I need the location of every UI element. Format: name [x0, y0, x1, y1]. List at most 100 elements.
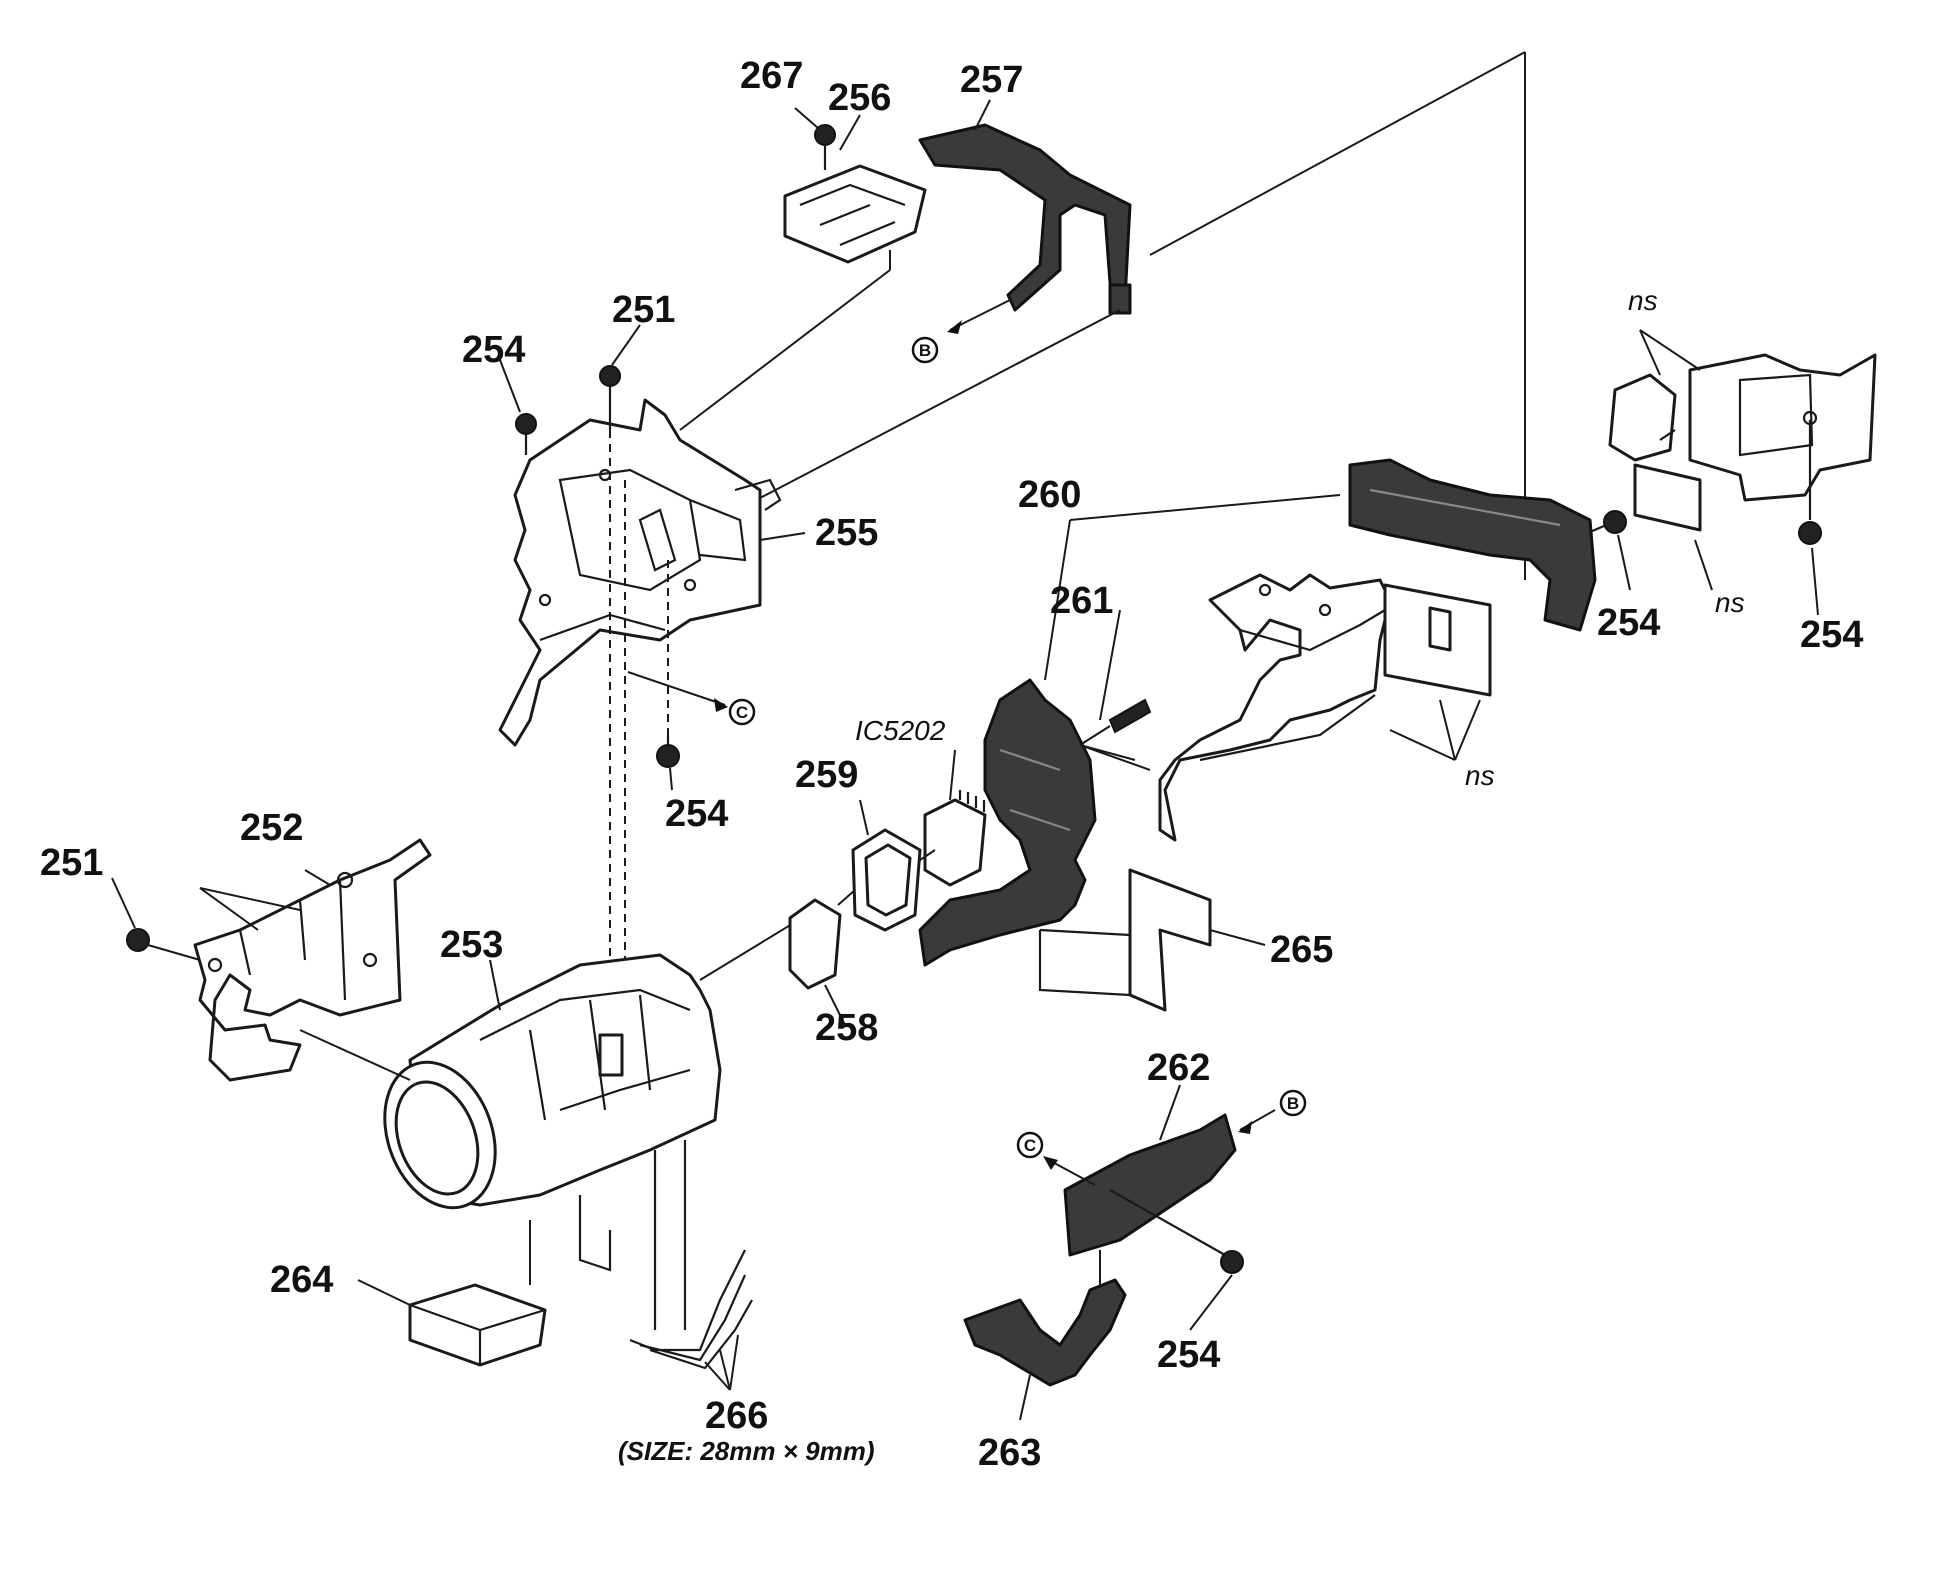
part-260-flex-long — [1348, 458, 1597, 632]
leader-255-to-257 — [759, 309, 1121, 499]
leader-ns3 — [1439, 699, 1456, 761]
part-ns-pad — [1633, 463, 1702, 532]
part-264-block — [408, 1220, 547, 1367]
leader-251b-2 — [199, 887, 259, 931]
screw-254-mid — [656, 735, 680, 768]
leader-266-b — [719, 1349, 731, 1391]
screw-261 — [1079, 698, 1152, 771]
label-ic5202: IC5202 — [855, 715, 946, 746]
label-263: 263 — [978, 1432, 1041, 1474]
label-256: 256 — [828, 77, 891, 119]
part-256-block — [783, 164, 927, 264]
part-ns-sheet — [1383, 583, 1492, 761]
label-266: 266 — [705, 1395, 768, 1437]
leader-ic5202 — [949, 749, 956, 801]
flex-260-lines — [999, 748, 1071, 832]
marker-c-mid: C — [627, 671, 756, 726]
leader-254d — [1811, 547, 1819, 616]
leader-264 — [357, 1279, 411, 1306]
label-253: 253 — [440, 924, 503, 966]
leader-257 — [974, 99, 991, 131]
part-258-filter — [788, 898, 846, 1026]
leader-254c — [1617, 534, 1631, 591]
part-257-flex-cable — [918, 123, 1132, 312]
leader-263 — [1019, 1374, 1031, 1421]
leader-254a — [499, 359, 521, 413]
part-255-frame — [498, 398, 782, 747]
leader-254e — [1189, 1274, 1233, 1331]
part-252-bracket — [193, 838, 432, 1082]
leader-261 — [1099, 609, 1121, 721]
leader-266-c — [729, 1334, 739, 1391]
marker-b-top-text: B — [919, 341, 931, 360]
part-ns-small-plate — [1608, 373, 1677, 462]
size-note: (SIZE: 28mm × 9mm) — [618, 1436, 874, 1466]
label-265: 265 — [1270, 929, 1333, 971]
label-259: 259 — [795, 754, 858, 796]
label-257: 257 — [960, 59, 1023, 101]
marker-b-low-text: B — [1287, 1094, 1299, 1113]
leader-251b-3 — [199, 887, 301, 911]
leader-252 — [304, 869, 331, 886]
label-ns-right: ns — [1715, 587, 1745, 618]
marker-c-low: C — [1016, 1131, 1096, 1186]
flex-257-tab — [1108, 283, 1132, 315]
label-254-far-right: 254 — [1800, 614, 1863, 656]
flex-long-line — [1369, 488, 1561, 527]
label-262: 262 — [1147, 1047, 1210, 1089]
label-260: 260 — [1018, 474, 1081, 516]
leader-253 — [489, 959, 501, 1011]
label-251-left: 251 — [40, 842, 103, 884]
leader-260-a — [1044, 519, 1071, 681]
label-267: 267 — [740, 55, 803, 97]
part-266-flat-cables — [629, 1249, 753, 1370]
part-263-flex — [963, 1278, 1127, 1387]
leader-251a — [611, 324, 641, 366]
label-254-low: 254 — [1157, 1334, 1220, 1376]
part-shield-case — [1158, 573, 1392, 842]
part-far-right-bracket — [1688, 353, 1877, 502]
leader-255 — [759, 532, 806, 541]
leader-267 — [794, 107, 819, 129]
leader-252-to-253 — [299, 1029, 411, 1081]
leader-266-a — [704, 1361, 731, 1391]
marker-c-mid-text: C — [736, 703, 748, 722]
label-261: 261 — [1050, 580, 1113, 622]
label-258: 258 — [815, 1007, 878, 1049]
label-255: 255 — [815, 512, 878, 554]
screw-251-top — [599, 365, 621, 430]
label-254-top-left: 254 — [462, 329, 525, 371]
leader-251b — [111, 877, 136, 929]
part-265-sheet — [1038, 868, 1266, 1012]
marker-b-low: B — [1238, 1089, 1307, 1134]
label-252: 252 — [240, 807, 303, 849]
label-254-right-mid: 254 — [1597, 602, 1660, 644]
leader-260-b — [1069, 494, 1341, 521]
leader-ns1-b — [1639, 329, 1701, 371]
leader-254b — [669, 767, 673, 791]
label-ns-top: ns — [1628, 285, 1658, 316]
leader-262 — [1159, 1084, 1181, 1141]
screw-254-far-right — [1798, 420, 1822, 545]
part-ic5202-chip — [919, 790, 987, 887]
leader-257-to-far — [1149, 51, 1526, 256]
screw-251-left — [126, 928, 201, 962]
screw-267 — [814, 124, 836, 170]
leader-255-to-256 — [679, 269, 891, 431]
part-262-board — [1063, 1113, 1237, 1257]
screw-254-low — [1109, 1189, 1244, 1274]
label-ns-mid: ns — [1465, 760, 1495, 791]
leader-259 — [859, 799, 869, 836]
part-253-lens-assembly — [383, 953, 722, 1330]
leader-256 — [839, 114, 861, 151]
leader-ns1-a — [1639, 329, 1661, 376]
screw-254-right-mid — [1589, 510, 1627, 534]
marker-c-low-text: C — [1024, 1136, 1036, 1155]
leader-ns2 — [1694, 539, 1713, 591]
label-251-top: 251 — [612, 289, 675, 331]
marker-b-top: B — [911, 299, 1011, 364]
label-264: 264 — [270, 1259, 333, 1301]
label-254-mid: 254 — [665, 793, 728, 835]
